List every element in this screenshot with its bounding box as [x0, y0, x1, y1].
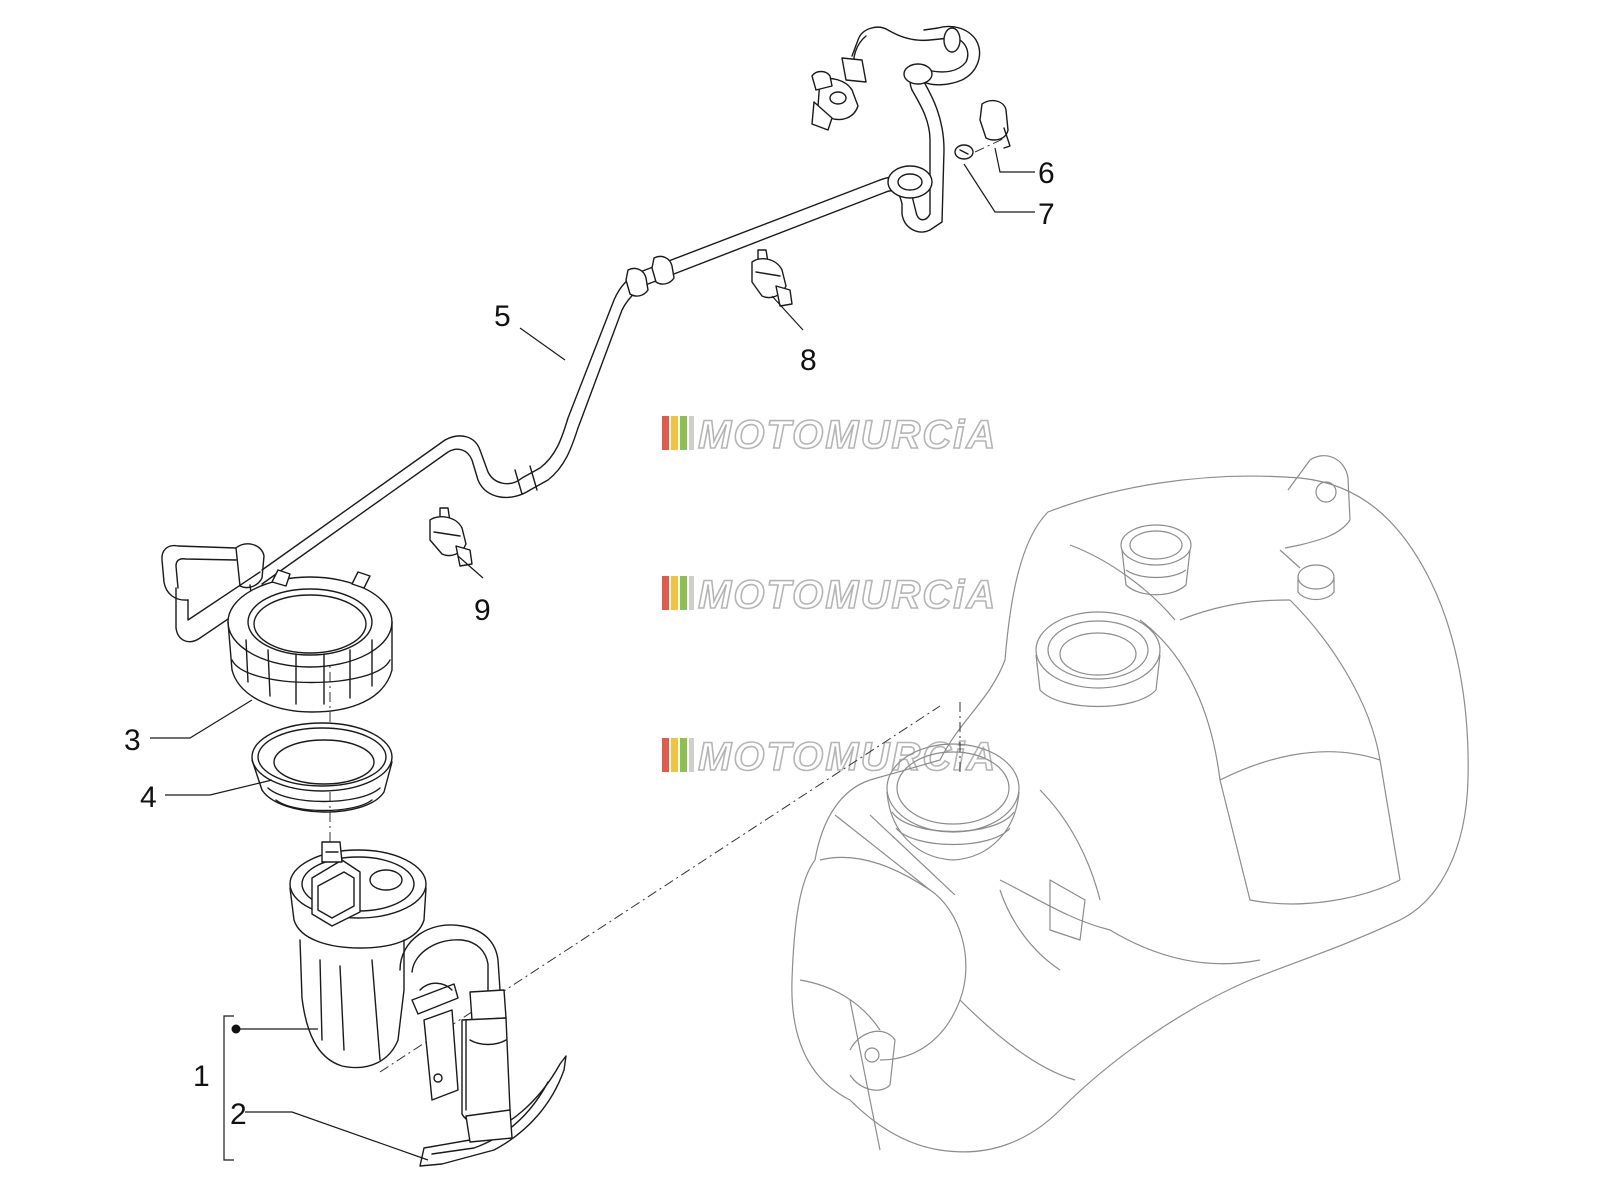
callout-8: 8	[800, 344, 817, 377]
callout-6: 6	[1038, 157, 1055, 190]
hose-clamp-8	[751, 249, 793, 307]
fuel-filter	[419, 1055, 567, 1167]
assembly-axis-screw	[974, 137, 1006, 153]
leader-line-6	[994, 147, 1035, 173]
leader-line-9	[457, 555, 484, 579]
leader-line-2	[245, 1111, 429, 1161]
assembly-dot	[231, 1024, 241, 1034]
watermark-middle: MOTOMURCiA	[662, 572, 997, 618]
hose-clip	[979, 99, 1011, 149]
callout-4: 4	[140, 781, 157, 814]
watermark-text: MOTOMURCiA	[698, 413, 997, 457]
gasket	[251, 722, 393, 813]
leader-line-3	[150, 699, 253, 739]
callout-9: 9	[474, 594, 491, 627]
leader-line-8	[771, 295, 804, 331]
callout-2: 2	[230, 1098, 247, 1131]
assembly-axis-tank	[379, 705, 941, 1073]
fuel-hose	[161, 25, 981, 643]
watermark-text: MOTOMURCiA	[698, 573, 997, 617]
callout-1: 1	[193, 1060, 210, 1093]
fuel-pump	[289, 841, 511, 1125]
leader-line-7	[963, 163, 1035, 213]
fuel-tank	[791, 455, 1469, 1153]
leader-line-5	[519, 327, 566, 361]
callout-3: 3	[124, 724, 141, 757]
hose-clamp-9	[429, 507, 473, 567]
screw	[954, 144, 974, 160]
leader-line-4	[165, 779, 273, 796]
watermark-bottom: MOTOMURCiA	[662, 734, 997, 780]
ring-nut	[227, 569, 393, 713]
watermark-top: MOTOMURCiA	[662, 412, 997, 458]
callout-7: 7	[1038, 198, 1055, 231]
assembly-bracket	[223, 1015, 234, 1161]
watermark-text: MOTOMURCiA	[698, 735, 997, 779]
callout-5: 5	[494, 300, 511, 333]
